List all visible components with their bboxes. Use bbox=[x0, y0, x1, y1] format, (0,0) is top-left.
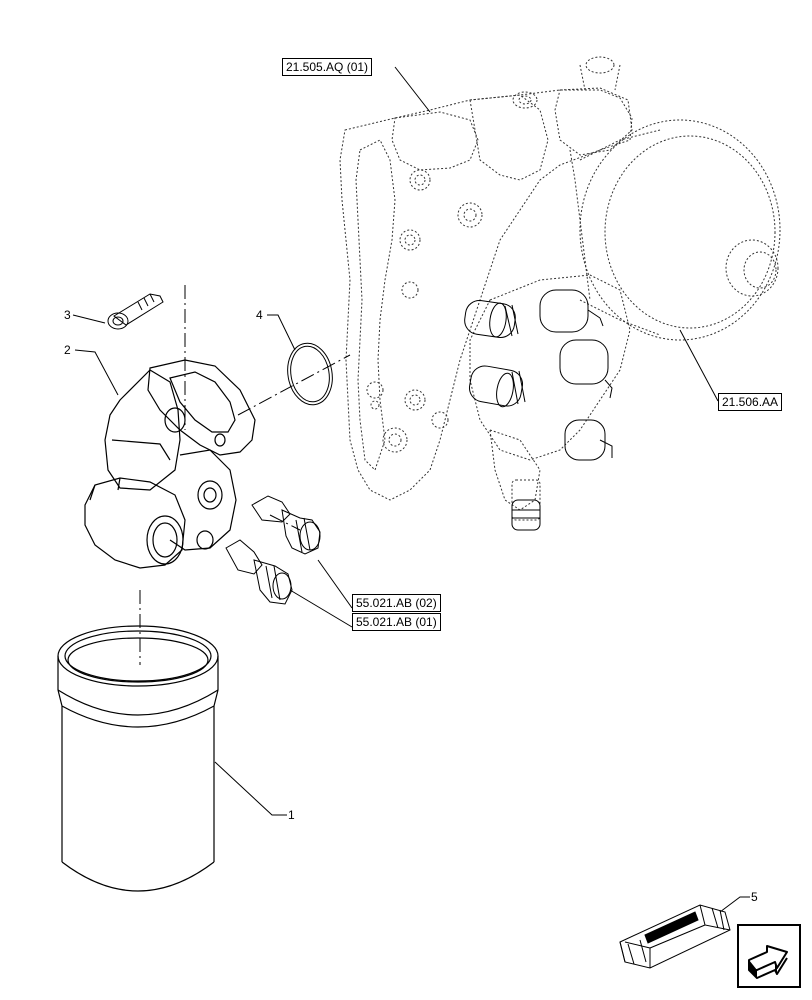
pressure-sensor-01 bbox=[225, 539, 293, 605]
filter-cartridge-item-1 bbox=[57, 625, 219, 892]
service-kit-item-5 bbox=[619, 904, 731, 969]
leader-lines bbox=[72, 66, 750, 913]
bolt-item-3 bbox=[107, 293, 164, 330]
pressure-filter-bell-phantom bbox=[569, 119, 781, 341]
reference-55-021-ab-02[interactable]: 55.021.AB (02) bbox=[352, 594, 441, 612]
control-valve-assembly-phantom bbox=[339, 56, 633, 521]
callout-3: 3 bbox=[64, 308, 71, 322]
callout-1: 1 bbox=[288, 808, 295, 822]
assembly-center-lines bbox=[139, 285, 351, 665]
reference-21-506-aa[interactable]: 21.506.AA bbox=[718, 393, 783, 411]
filter-head-item-2 bbox=[84, 359, 256, 569]
o-ring-item-4 bbox=[287, 342, 333, 406]
reference-21-505-aq-01[interactable]: 21.505.AQ (01) bbox=[282, 58, 373, 76]
pressure-sensor-02 bbox=[251, 495, 321, 555]
callout-5: 5 bbox=[751, 890, 758, 904]
reference-55-021-ab-01[interactable]: 55.021.AB (01) bbox=[352, 613, 441, 631]
next-page-button[interactable] bbox=[737, 924, 801, 988]
callout-2: 2 bbox=[64, 343, 71, 357]
solenoid-valves bbox=[464, 289, 613, 531]
callout-4: 4 bbox=[256, 308, 263, 322]
next-page-arrow-icon bbox=[748, 945, 788, 979]
